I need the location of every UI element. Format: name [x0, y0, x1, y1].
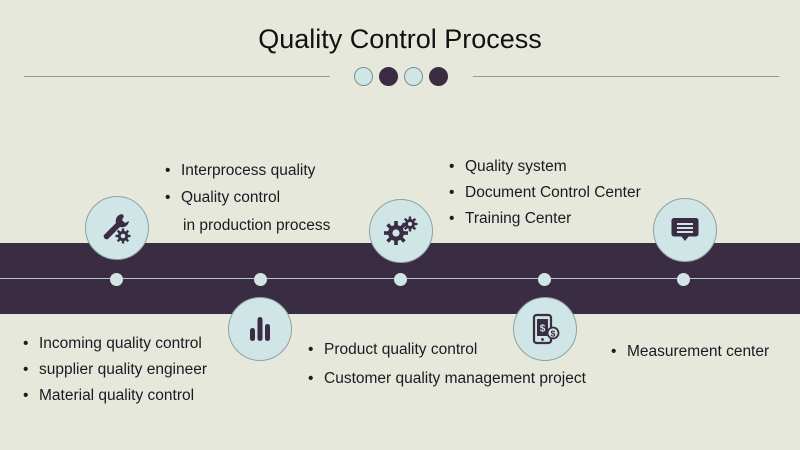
svg-text:$: $ — [551, 329, 556, 339]
chat-message-icon — [671, 218, 699, 241]
list-item: Quality control — [165, 184, 330, 212]
list-item: Customer quality management project — [308, 364, 586, 393]
timeline-node-3 — [394, 273, 407, 286]
step-3-list: Product quality control Customer quality… — [308, 335, 586, 393]
step-5-circle — [653, 198, 717, 262]
step-1-list: Incoming quality control supplier qualit… — [23, 331, 207, 409]
timeline-node-2 — [254, 273, 267, 286]
svg-text:$: $ — [540, 324, 546, 335]
list-item: in production process — [183, 217, 331, 234]
step-1-circle — [85, 196, 149, 260]
decor-dot-2 — [379, 67, 398, 86]
list-item: Document Control Center — [449, 180, 641, 206]
timeline-node-4 — [538, 273, 551, 286]
step-2-circle — [228, 297, 292, 361]
gears-icon — [384, 216, 418, 245]
page-title: Quality Control Process — [258, 24, 542, 54]
list-item: supplier quality engineer — [23, 357, 207, 383]
step-2-list: Interprocess quality Quality control in … — [165, 158, 330, 240]
timeline-node-5 — [677, 273, 690, 286]
decor-dot-1 — [354, 67, 373, 86]
timeline-node-1 — [110, 273, 123, 286]
list-item: Measurement center — [611, 339, 769, 365]
list-item: Interprocess quality — [165, 158, 330, 184]
step-5-list: Measurement center — [611, 339, 769, 365]
list-item: Material quality control — [23, 383, 207, 409]
title-divider-left — [24, 76, 330, 77]
list-item: Product quality control — [308, 335, 586, 364]
list-item: Quality system — [449, 154, 641, 180]
decor-dot-3 — [404, 67, 423, 86]
bar-chart-icon — [250, 317, 270, 341]
list-item: Incoming quality control — [23, 331, 207, 357]
wrench-gear-icon — [103, 214, 131, 244]
title-divider-right — [473, 76, 779, 77]
decor-dot-4 — [429, 67, 448, 86]
step-4-list: Quality system Document Control Center T… — [449, 154, 641, 232]
list-item: Training Center — [449, 206, 641, 232]
step-3-circle — [369, 199, 433, 263]
